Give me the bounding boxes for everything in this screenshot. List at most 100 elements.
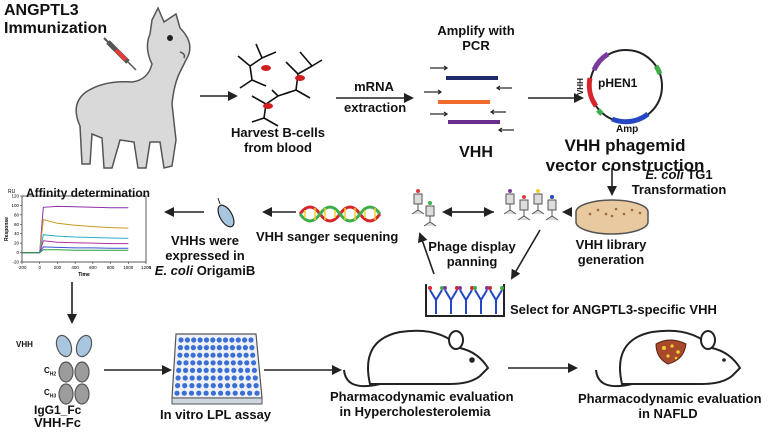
plate-well: [210, 367, 216, 373]
plate-well: [197, 345, 203, 351]
plate-well: [239, 383, 245, 389]
library-label: VHH library generation: [566, 237, 656, 268]
sensorgram-series: [22, 240, 129, 254]
x-axis-label: Time: [78, 272, 90, 278]
chart-frame: [21, 195, 147, 263]
affinity-label: Affinity determination: [26, 186, 151, 200]
plate-well: [196, 383, 202, 389]
y-tick-label: 100: [11, 203, 19, 208]
plate-well: [190, 345, 196, 351]
plate-well: [189, 367, 196, 373]
plate-well: [231, 367, 237, 373]
plate-well: [229, 337, 235, 343]
igg-label: IgG1_Fc: [34, 403, 82, 417]
immunization-line1: ANGPTL3: [4, 2, 79, 19]
plate-well: [217, 375, 223, 381]
plate-well: [190, 352, 196, 358]
transformation-suffix: TG1: [683, 167, 713, 182]
ch2-main: C: [44, 366, 50, 375]
expression-line2: expressed in: [165, 247, 245, 263]
pcr-fragments-icon: [424, 65, 514, 133]
expression-line1: VHHs were: [171, 233, 239, 248]
plate-well: [223, 345, 229, 351]
plate-well: [249, 345, 255, 351]
y-tick-label: 20: [14, 241, 20, 246]
plate-well: [246, 383, 252, 389]
sensorgram-series: [22, 249, 129, 254]
plate-well: [217, 383, 223, 389]
plate-well: [224, 375, 230, 381]
plate-well: [253, 383, 259, 389]
y-tick-label: 60: [14, 222, 20, 227]
y-tick-label: 80: [14, 212, 20, 217]
plate-well: [178, 337, 184, 343]
x-tick-label: 400: [71, 265, 79, 270]
harvest-line1: Harvest B-cells: [231, 125, 325, 140]
plate-well: [176, 367, 182, 373]
x-tick-label: 800: [107, 265, 115, 270]
plate-well: [210, 375, 216, 381]
immunization-line2: Immunization: [4, 20, 108, 38]
unit-label: RU: [8, 189, 16, 195]
plate-well: [237, 360, 243, 366]
pd-nafld-label: Pharmacodynamic evaluation in NAFLD: [578, 391, 762, 422]
alpaca-icon: [75, 6, 191, 169]
plate-well: [230, 352, 236, 358]
ch3-main: C: [44, 388, 50, 397]
plate-well: [196, 360, 203, 366]
plate-well: [196, 390, 202, 396]
ch2-label: CH2: [44, 366, 56, 378]
vector-line1: VHH phagemid: [564, 136, 686, 155]
plate-well: [175, 383, 181, 389]
panning-plate-icon: [425, 284, 505, 317]
plate-well: [252, 375, 258, 381]
y-tick-label: 120: [11, 194, 19, 199]
panning-line1: Phage display: [428, 239, 516, 254]
plate-body: [171, 333, 263, 399]
plasmid-vhh-label: VHH: [575, 78, 585, 96]
plate-well: [248, 337, 254, 343]
pd-hyper-line1: Pharmacodynamic evaluation: [330, 389, 514, 404]
plate-well: [244, 360, 250, 366]
x-tick-label: -200: [17, 265, 27, 270]
plate-well: [203, 375, 209, 381]
mouse-nafld-icon: [595, 329, 742, 388]
plate-well: [236, 345, 242, 351]
plate-well: [197, 352, 203, 358]
y-tick-label: -20: [12, 260, 19, 265]
plate-well: [189, 375, 195, 381]
plate-well: [197, 337, 203, 343]
y-tick-label: 40: [14, 231, 20, 236]
panning-label: Phage display panning: [424, 239, 520, 270]
x-tick-label: 200: [54, 265, 62, 270]
plate-well: [210, 337, 216, 343]
plate-well: [188, 390, 195, 396]
plate-well: [196, 367, 202, 373]
panning-line2: panning: [446, 253, 498, 269]
vhh-fc-label: VHH-Fc: [34, 415, 81, 430]
plate-well: [182, 383, 188, 389]
plate-well: [183, 367, 189, 373]
vector-line2: vector construction: [545, 155, 705, 175]
plate-well: [230, 360, 236, 366]
plate-well: [236, 352, 243, 358]
dna-helix-icon: [298, 205, 382, 223]
ch2-sub: H2: [49, 371, 57, 378]
transformation-prefix: E. coli: [645, 167, 684, 182]
plate-well: [210, 383, 216, 389]
plate-well: [224, 367, 230, 373]
plate-well: [245, 375, 251, 381]
plate-well: [254, 390, 260, 396]
plate-well: [184, 345, 190, 351]
plate-well: [251, 360, 257, 366]
plate-well: [216, 337, 222, 343]
plate-well: [184, 337, 190, 343]
ch3-sub: H3: [49, 393, 57, 400]
plate-well: [242, 345, 248, 351]
vhh-fc-antibody-icon: [55, 334, 93, 405]
plate-well: [174, 390, 180, 396]
plate-well: [196, 375, 202, 381]
plate-well: [222, 337, 229, 343]
x-tick-label: 0: [38, 265, 41, 270]
